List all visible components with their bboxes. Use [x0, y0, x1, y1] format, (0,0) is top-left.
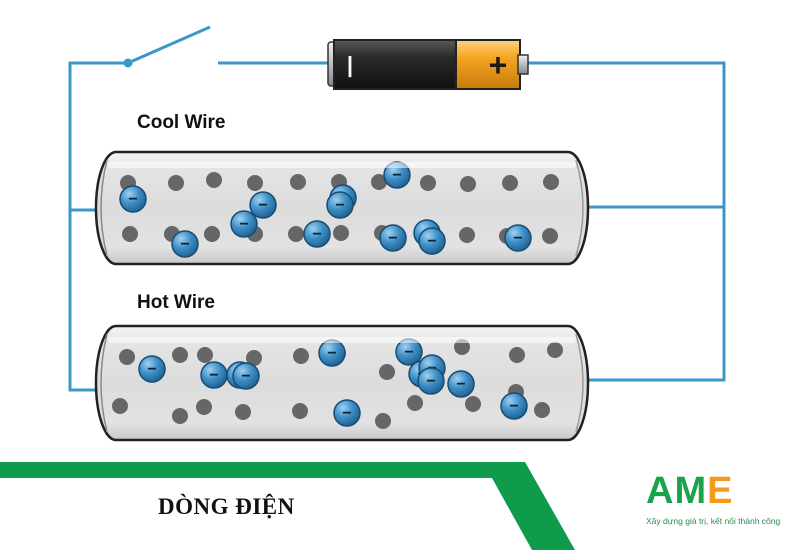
- electron: −: [504, 224, 532, 252]
- atom: [420, 175, 436, 191]
- electron-minus-sign: −: [342, 405, 351, 422]
- hot-wire-tube: [94, 324, 590, 442]
- electron-minus-sign: −: [509, 398, 518, 415]
- atom: [465, 396, 481, 412]
- left-wire: [68, 61, 128, 392]
- atom: [534, 402, 550, 418]
- logo-tagline: Xây dựng giá trị, kết nối thành công: [646, 516, 781, 526]
- atom: [293, 348, 309, 364]
- electron: −: [249, 191, 277, 219]
- electron: −: [447, 370, 475, 398]
- switch-pivot: [123, 58, 133, 68]
- electron-minus-sign: −: [426, 373, 435, 390]
- circuit-wires: [68, 25, 726, 392]
- atom: [172, 347, 188, 363]
- cool-wire-label: Cool Wire: [137, 112, 226, 133]
- electron-minus-sign: −: [513, 230, 522, 247]
- atom: [547, 342, 563, 358]
- atom: [290, 174, 306, 190]
- atom: [379, 364, 395, 380]
- electron-minus-sign: −: [258, 197, 267, 214]
- atom: [542, 228, 558, 244]
- tube-highlight: [108, 162, 576, 168]
- atom: [460, 176, 476, 192]
- electron-minus-sign: −: [147, 361, 156, 378]
- atom: [168, 175, 184, 191]
- atom: [333, 225, 349, 241]
- ame-logo: AME: [646, 472, 733, 510]
- atom: [122, 226, 138, 242]
- battery-orange-body: [455, 39, 521, 90]
- tube-highlight: [108, 337, 576, 343]
- electron-minus-sign: −: [335, 197, 344, 214]
- atom: [375, 413, 391, 429]
- banner-white-shape: [0, 478, 532, 550]
- electron: −: [326, 191, 354, 219]
- electron-minus-sign: −: [312, 226, 321, 243]
- electron: −: [379, 224, 407, 252]
- atom: [288, 226, 304, 242]
- right-wire: [528, 61, 726, 382]
- electron: −: [230, 210, 258, 238]
- electron-minus-sign: −: [327, 345, 336, 362]
- atom: [502, 175, 518, 191]
- atom: [119, 349, 135, 365]
- atom: [407, 395, 423, 411]
- atom: [509, 347, 525, 363]
- electron-minus-sign: −: [388, 230, 397, 247]
- electron: −: [333, 399, 361, 427]
- atom: [247, 175, 263, 191]
- atom: [197, 347, 213, 363]
- electron: −: [303, 220, 331, 248]
- electron: −: [232, 362, 260, 390]
- battery-negative-symbol: |: [347, 52, 353, 77]
- logo-letter: E: [707, 470, 734, 512]
- battery: | +: [327, 39, 529, 90]
- hot-wire-particles: −−−−−−−−−−−−: [108, 337, 576, 429]
- electron: −: [417, 367, 445, 395]
- electron-minus-sign: −: [404, 344, 413, 361]
- electron: −: [395, 338, 423, 366]
- atom: [543, 174, 559, 190]
- electron-minus-sign: −: [427, 233, 436, 250]
- atom: [246, 350, 262, 366]
- electron: −: [200, 361, 228, 389]
- logo-letter: A: [646, 470, 675, 512]
- cool-wire-particles: −−−−−−−−−−−−: [108, 161, 576, 258]
- hot-wire-label: Hot Wire: [137, 292, 215, 313]
- electron-minus-sign: −: [241, 368, 250, 385]
- atom: [112, 398, 128, 414]
- banner-title: DÒNG ĐIỆN: [158, 494, 295, 519]
- electron-minus-sign: −: [239, 216, 248, 233]
- electron: −: [318, 339, 346, 367]
- atom: [459, 227, 475, 243]
- electron-minus-sign: −: [209, 367, 218, 384]
- electron: −: [171, 230, 199, 258]
- electron-minus-sign: −: [180, 236, 189, 253]
- electron: −: [119, 185, 147, 213]
- electron-minus-sign: −: [456, 376, 465, 393]
- electron: −: [500, 392, 528, 420]
- atom: [371, 174, 387, 190]
- battery-positive-symbol: +: [489, 47, 508, 83]
- atom: [204, 226, 220, 242]
- atom: [172, 408, 188, 424]
- atom: [196, 399, 212, 415]
- atom: [292, 403, 308, 419]
- electron-minus-sign: −: [392, 167, 401, 184]
- logo-letter: M: [674, 470, 708, 512]
- atom: [235, 404, 251, 420]
- battery-positive-terminal: [517, 54, 529, 75]
- electron: −: [418, 227, 446, 255]
- logo-name: AME: [646, 470, 733, 512]
- switch-lever: [127, 25, 211, 65]
- electron: −: [138, 355, 166, 383]
- electron-minus-sign: −: [128, 191, 137, 208]
- atom: [206, 172, 222, 188]
